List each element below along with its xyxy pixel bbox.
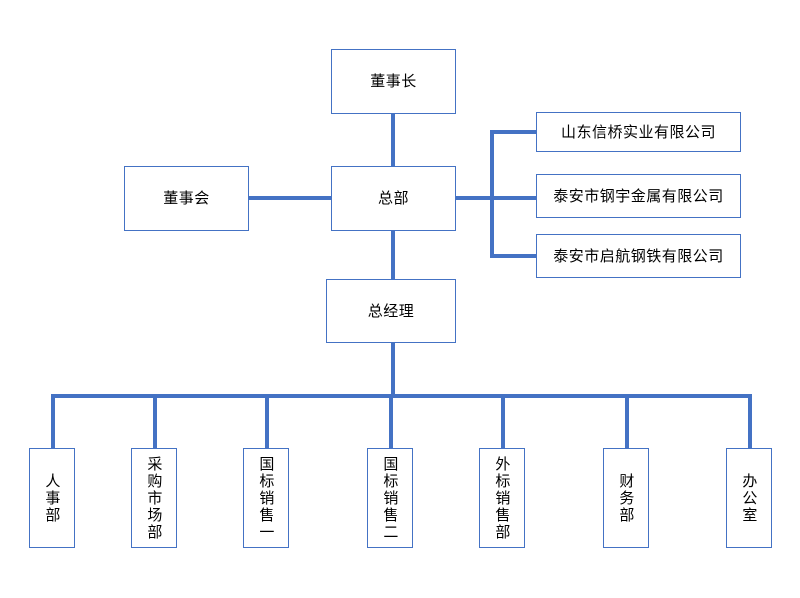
node-subsidiary-2[interactable]: 泰安市钢宇金属有限公司 xyxy=(536,174,741,218)
node-department-domestic-sales-1-label: 国标销售一 xyxy=(257,455,276,541)
node-department-domestic-sales-2[interactable]: 国标销售二 xyxy=(367,448,413,548)
connector-department-bus xyxy=(51,394,752,398)
node-board-of-directors-label: 董事会 xyxy=(163,189,210,208)
node-department-domestic-sales-1[interactable]: 国标销售一 xyxy=(243,448,289,548)
connector-bus-to-department-6 xyxy=(625,394,629,448)
connector-hq-to-subsidiary-trunk xyxy=(454,196,494,200)
connector-bus-to-department-5 xyxy=(501,394,505,448)
node-general-manager-label: 总经理 xyxy=(367,301,415,320)
node-department-procurement-market-label: 采购市场部 xyxy=(145,455,164,541)
connector-subsidiary-trunk xyxy=(490,130,494,258)
node-board-of-directors[interactable]: 董事会 xyxy=(124,166,249,231)
node-headquarters[interactable]: 总部 xyxy=(331,166,456,231)
node-department-office-label: 办公室 xyxy=(740,472,759,524)
node-chairman-label: 董事长 xyxy=(370,72,417,91)
node-department-finance-label: 财务部 xyxy=(617,472,636,524)
connector-trunk-to-subsidiary-3 xyxy=(490,254,538,258)
node-department-foreign-sales[interactable]: 外标销售部 xyxy=(479,448,525,548)
node-subsidiary-3[interactable]: 泰安市启航钢铁有限公司 xyxy=(536,234,741,278)
connector-trunk-to-subsidiary-1 xyxy=(490,130,538,134)
connector-bus-to-department-1 xyxy=(51,394,55,448)
connector-bus-to-department-7 xyxy=(748,394,752,448)
connector-bus-to-department-2 xyxy=(153,394,157,448)
connector-chairman-to-hq xyxy=(391,112,395,166)
node-department-procurement-market[interactable]: 采购市场部 xyxy=(131,448,177,548)
node-department-hr-label: 人事部 xyxy=(43,472,62,524)
node-department-domestic-sales-2-label: 国标销售二 xyxy=(381,455,400,541)
node-department-office[interactable]: 办公室 xyxy=(726,448,772,548)
connector-bus-to-department-3 xyxy=(265,394,269,448)
node-department-finance[interactable]: 财务部 xyxy=(603,448,649,548)
node-chairman[interactable]: 董事长 xyxy=(331,49,456,114)
connector-bus-to-department-4 xyxy=(389,394,393,448)
node-headquarters-label: 总部 xyxy=(377,189,409,208)
node-general-manager[interactable]: 总经理 xyxy=(326,279,456,343)
node-subsidiary-3-label: 泰安市启航钢铁有限公司 xyxy=(553,246,724,265)
node-subsidiary-2-label: 泰安市钢宇金属有限公司 xyxy=(553,186,724,205)
node-department-foreign-sales-label: 外标销售部 xyxy=(493,455,512,541)
connector-board-to-hq xyxy=(247,196,333,200)
node-subsidiary-1-label: 山东信桥实业有限公司 xyxy=(560,122,716,141)
connector-gm-to-bus xyxy=(391,343,395,398)
connector-hq-to-gm xyxy=(391,229,395,279)
node-subsidiary-1[interactable]: 山东信桥实业有限公司 xyxy=(536,112,741,152)
node-department-hr[interactable]: 人事部 xyxy=(29,448,75,548)
connector-trunk-to-subsidiary-2 xyxy=(490,196,538,200)
